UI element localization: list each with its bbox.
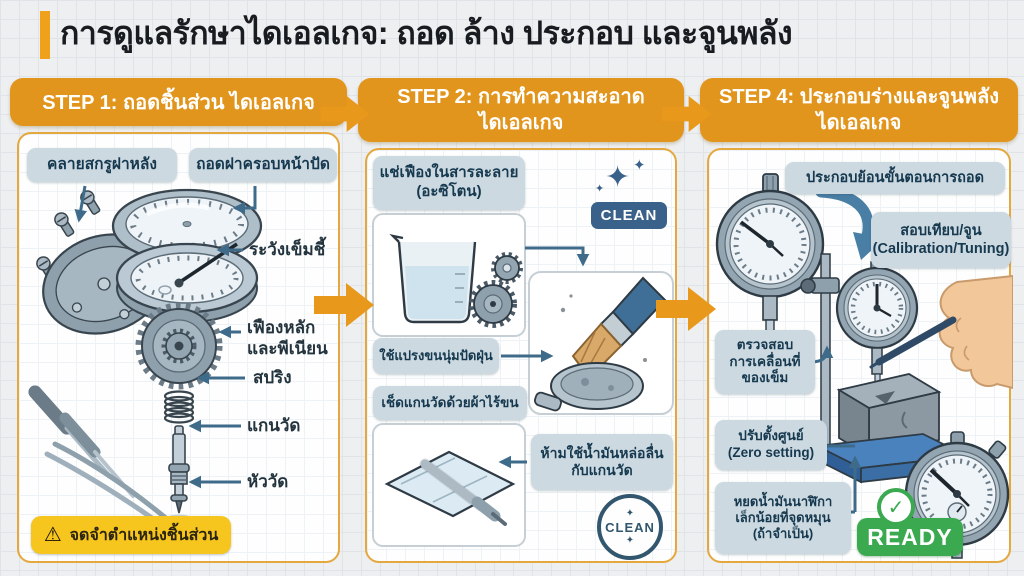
warning-remember-parts: ⚠ จดจำตำแหน่งชิ้นส่วน — [31, 516, 231, 554]
cleaning-illustration — [372, 213, 674, 547]
label-reassemble-reverse: ประกอบย้อนขั้นตอนการถอด — [785, 162, 1005, 194]
step4-body: ประกอบย้อนขั้นตอนการถอด สอบเทียบ/จูน (Ca… — [707, 148, 1013, 563]
label-watch-needle: ระวังเข็มชี้ — [249, 240, 326, 259]
label-remove-dial-cover: ถอดฝาครอบหน้าปัด — [189, 148, 337, 182]
step1-body: คลายสกรูฝาหลัง ถอดฝาครอบหน้าปัด ระวังเข็… — [17, 132, 340, 563]
label-check-needle-movement: ตรวจสอบ การเคลื่อนที่ ของเข็ม — [715, 330, 815, 394]
panel-step4: STEP 4: ประกอบร่างและจูนพลัง ไดเอลเกจ — [700, 78, 1018, 565]
step2-body: แช่เฟืองในสารละลาย (อะซิโตน) ✦ ✦ ✦ CLEAN… — [365, 148, 677, 563]
sparkle-icon: ✦ — [605, 161, 631, 194]
label-zero-setting: ปรับตั้งศูนย์ (Zero setting) — [715, 420, 827, 470]
label-spring: สปริง — [253, 368, 292, 387]
flow-arrow-step1-step2 — [314, 283, 374, 327]
sparkle-icon: ✦ — [625, 507, 635, 519]
clean-badge: CLEAN — [591, 202, 667, 229]
ready-badge: READY — [857, 518, 963, 556]
label-clock-oil-pivot: หยดน้ำมันนาฬิกา เล็กน้อยที่จุดหมุน (ถ้าจ… — [715, 482, 851, 554]
label-soak-gears-acetone: แช่เฟืองในสารละลาย (อะซิโตน) — [373, 156, 525, 210]
panel-step1: STEP 1: ถอดชิ้นส่วน ไดเอลเกจ — [10, 78, 347, 565]
title-accent-bar — [40, 11, 50, 59]
step4-header: STEP 4: ประกอบร่างและจูนพลัง ไดเอลเกจ — [700, 78, 1018, 142]
sparkles-icon: ✦ ✦ ✦ — [595, 156, 655, 200]
check-glyph: ✓ — [887, 496, 905, 519]
label-no-lubricant: ห้ามใช้น้ำมันหล่อลื่น กับแกนวัด — [531, 434, 673, 490]
label-spindle: แกนวัด — [247, 416, 301, 435]
step2-header: STEP 2: การทำความสะอาด ไดเอลเกจ — [358, 78, 684, 142]
flow-arrow-step2-step4 — [662, 96, 712, 132]
flow-arrow-step2-step4 — [656, 287, 716, 331]
clean-stamp: ✦ CLEAN ✦ — [597, 494, 663, 560]
sparkle-icon: ✦ — [625, 534, 635, 546]
warning-text: จดจำตำแหน่งชิ้นส่วน — [69, 526, 219, 544]
warning-triangle-icon: ⚠ — [43, 524, 62, 546]
label-wipe-spindle-cloth: เช็ดแกนวัดด้วยผ้าไร้ขน — [373, 386, 527, 420]
clean-stamp-text: CLEAN — [605, 519, 655, 535]
sparkle-icon: ✦ — [595, 183, 605, 195]
label-calibration-tuning: สอบเทียบ/จูน (Calibration/Tuning) — [871, 212, 1011, 268]
label-main-gear-pinion: เฟืองหลัก และพีเนียน — [247, 318, 328, 358]
flow-arrow-step1-step2 — [320, 96, 370, 132]
label-loosen-back-screws: คลายสกรูฝาหลัง — [27, 148, 177, 182]
panel-step2: STEP 2: การทำความสะอาด ไดเอลเกจ — [358, 78, 684, 565]
sparkle-icon: ✦ — [633, 157, 646, 174]
step1-header: STEP 1: ถอดชิ้นส่วน ไดเอลเกจ — [10, 78, 347, 126]
label-use-soft-brush: ใช้แปรงขนนุ่มปัดฝุ่น — [373, 338, 499, 374]
exploded-dial-gauge-illustration — [28, 185, 263, 533]
page-title: การดูแลรักษาไดเอลเกจ: ถอด ล้าง ประกอบ แล… — [60, 15, 793, 51]
check-circle-icon: ✓ — [877, 488, 915, 526]
label-contact-tip: หัววัด — [247, 472, 289, 491]
